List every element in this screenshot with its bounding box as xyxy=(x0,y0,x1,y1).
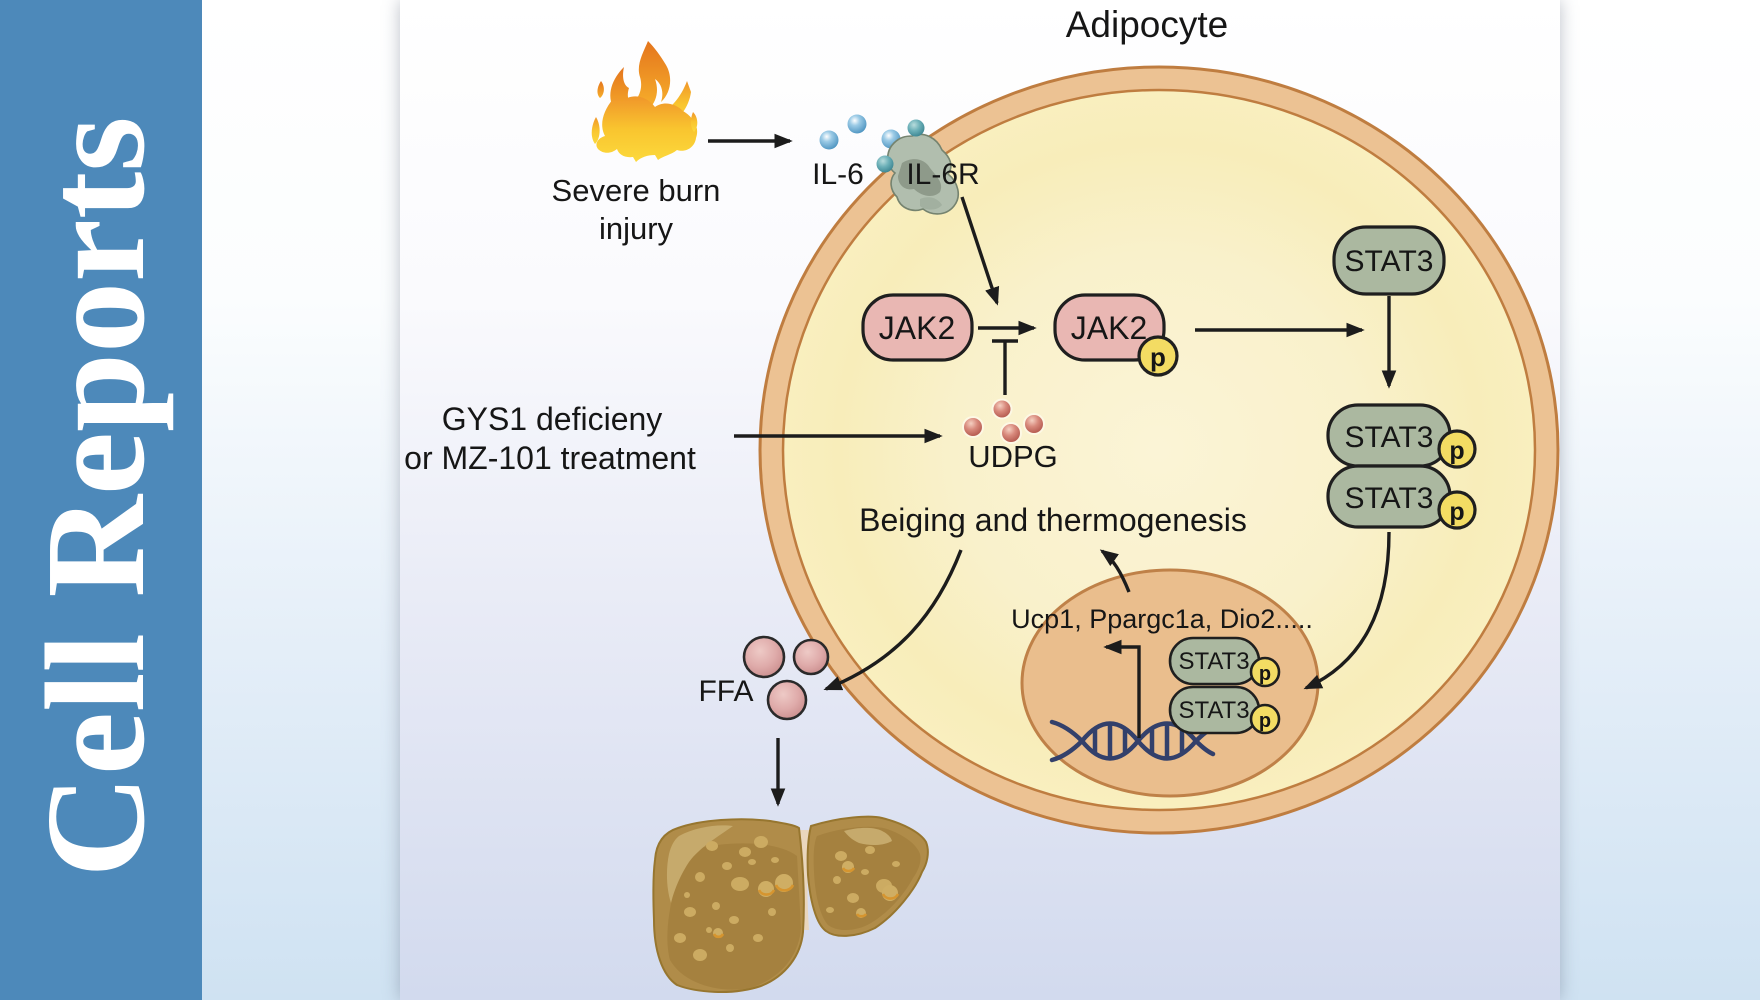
svg-text:injury: injury xyxy=(599,211,674,246)
svg-text:Severe burn: Severe burn xyxy=(552,173,721,208)
svg-text:STAT3: STAT3 xyxy=(1345,482,1434,515)
svg-text:GYS1 deficieny: GYS1 deficieny xyxy=(442,401,663,437)
svg-text:IL-6R: IL-6R xyxy=(906,158,979,191)
svg-text:STAT3: STAT3 xyxy=(1345,421,1434,454)
svg-text:or MZ-101 treatment: or MZ-101 treatment xyxy=(404,440,696,476)
svg-text:JAK2: JAK2 xyxy=(879,310,955,346)
svg-text:IL-6: IL-6 xyxy=(812,158,864,191)
svg-text:UDPG: UDPG xyxy=(968,439,1058,474)
svg-text:FFA: FFA xyxy=(698,675,753,708)
svg-text:p: p xyxy=(1449,498,1464,526)
svg-text:Ucp1, Ppargc1a, Dio2.....: Ucp1, Ppargc1a, Dio2..... xyxy=(1011,604,1313,634)
svg-text:p: p xyxy=(1449,437,1464,465)
svg-text:p: p xyxy=(1259,663,1271,685)
svg-text:p: p xyxy=(1259,710,1271,732)
svg-text:STAT3: STAT3 xyxy=(1345,245,1434,278)
svg-text:Beiging and thermogenesis: Beiging and thermogenesis xyxy=(859,502,1247,538)
svg-text:p: p xyxy=(1150,342,1166,372)
svg-text:JAK2: JAK2 xyxy=(1071,310,1147,346)
svg-text:STAT3: STAT3 xyxy=(1178,648,1249,675)
svg-text:STAT3: STAT3 xyxy=(1178,697,1249,724)
svg-text:Adipocyte: Adipocyte xyxy=(1066,4,1229,45)
